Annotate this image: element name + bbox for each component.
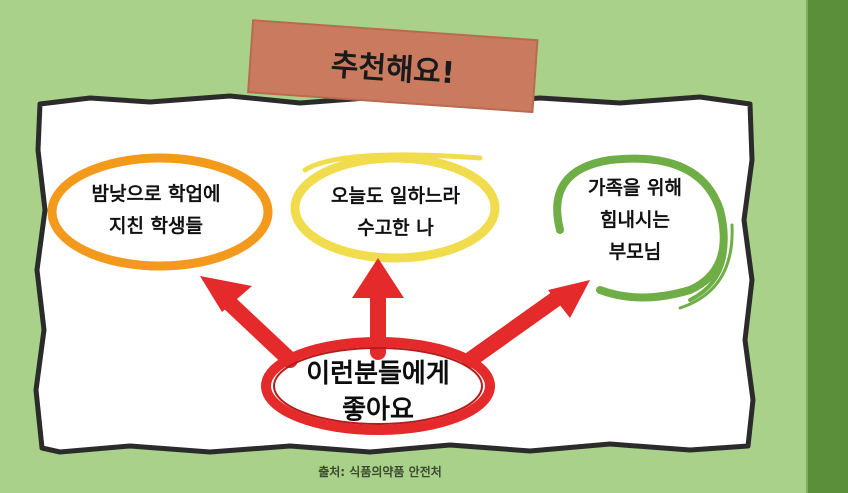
bubble-parents-line3: 부모님 [608,241,662,263]
bubble-students-line1: 밤낮으로 학업에 [91,183,221,205]
center-ring [261,337,495,435]
center-message-line2: 좋아요 [342,395,414,425]
bubble-parents-line1: 가족을 위해 [587,177,682,199]
bubble-students: 밤낮으로 학업에 지친 학생들 [66,178,246,242]
bubble-self: 오늘도 일하느라 수고한 나 [308,180,483,244]
center-message-line1: 이런분들에게 [306,359,450,389]
source-credit: 출처: 식품의약품 안전처 [318,465,442,479]
bubble-green-ring [553,154,734,310]
bubble-students-line2: 지친 학생들 [108,215,203,237]
bubble-self-line2: 수고한 나 [357,217,434,239]
center-message: 이런분들에게 좋아요 [278,356,478,428]
sidebar-panel [808,0,848,493]
title-tape [247,19,539,114]
bubble-self-line1: 오늘도 일하느라 [331,185,460,207]
arrow-heads [200,258,590,318]
bubble-yellow-ring [290,152,500,263]
bubble-orange-ring [47,153,273,271]
bubble-parents-line2: 힘내시는 [600,209,670,231]
bubble-parents: 가족을 위해 힘내시는 부모님 [560,172,710,268]
